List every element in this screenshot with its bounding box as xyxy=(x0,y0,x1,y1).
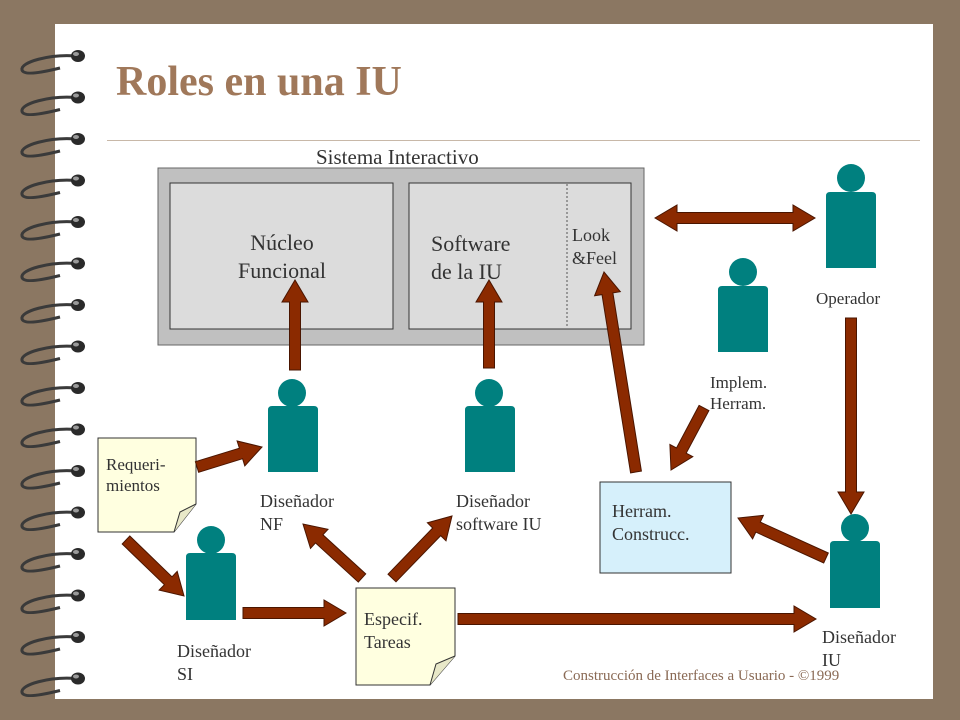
binding-ring xyxy=(20,465,85,490)
operador-person-icon xyxy=(826,164,876,268)
disenador-si-line-1: Diseñador xyxy=(177,641,251,661)
binding-ring xyxy=(20,506,85,532)
nucleo-line-2: Funcional xyxy=(238,257,326,283)
herram-construcc-label: Herram. Construcc. xyxy=(612,500,689,545)
binding-ring xyxy=(20,257,85,283)
software-line-2: de la IU xyxy=(431,258,502,284)
disenador-iu-label: Diseñador IU xyxy=(822,626,896,671)
arrow-requerimientos-to-si xyxy=(121,535,185,597)
slide-title: Roles en una IU xyxy=(116,59,402,105)
title-underline xyxy=(107,140,920,141)
binding-ring xyxy=(20,174,85,200)
binding-ring xyxy=(20,548,85,573)
binding-ring xyxy=(20,672,85,698)
arrow-implem-to-herram xyxy=(669,404,710,471)
binding-ring xyxy=(20,133,85,158)
nucleo-box xyxy=(169,182,394,330)
arrow-disenador-iu-to-herram xyxy=(737,514,829,564)
software-line-1: Software xyxy=(431,231,511,256)
look-line-1: Look xyxy=(572,225,610,245)
look-line-2: &Feel xyxy=(572,247,617,268)
implem-line-2: Herram. xyxy=(710,394,767,414)
especif-fold xyxy=(429,655,456,686)
disenador-iu-person-icon xyxy=(830,514,880,608)
disenador-sw-line-1: Diseñador xyxy=(456,491,530,511)
disenador-sw-label: Diseñador software IU xyxy=(456,490,541,535)
requerimientos-line-2: mientos xyxy=(106,476,160,496)
especif-line-1: Especif. xyxy=(364,609,423,629)
arrow-requerimientos-to-nf xyxy=(194,440,263,473)
arrow-especif-to-sw xyxy=(387,515,453,583)
implem-line-1: Implem. xyxy=(710,373,768,392)
software-label: Software de la IU xyxy=(431,230,510,285)
binding-ring xyxy=(20,631,85,656)
arrow-layer xyxy=(121,204,865,633)
disenador-iu-line-2: IU xyxy=(822,649,841,670)
arrow-especif-to-disenador-iu xyxy=(457,605,817,633)
arrow-herram-to-look xyxy=(593,271,642,474)
especif-line-2: Tareas xyxy=(364,631,411,652)
disenador-nf-label: Diseñador NF xyxy=(260,490,334,535)
implem-label: Implem. Herram. xyxy=(710,372,767,415)
nucleo-label: Núcleo Funcional xyxy=(227,229,337,284)
binding-ring xyxy=(20,91,85,117)
requerimientos-line-1: Requeri- xyxy=(106,455,166,474)
arrow-disenador-nf-to-nucleo xyxy=(281,279,309,371)
binding-ring xyxy=(20,589,85,615)
disenador-sw-person-icon xyxy=(465,379,515,472)
binding-ring xyxy=(20,340,85,366)
disenador-si-label: Diseñador SI xyxy=(177,640,251,685)
disenador-nf-line-1: Diseñador xyxy=(260,491,334,511)
look-feel-label: Look &Feel xyxy=(572,224,617,269)
arrow-especif-to-nf xyxy=(302,523,367,583)
arrow-disenador-sw-to-software xyxy=(475,279,503,369)
disenador-si-line-2: SI xyxy=(177,663,194,684)
binding-ring xyxy=(20,423,85,449)
implem-person-icon xyxy=(718,258,768,352)
binding-ring xyxy=(20,50,85,75)
nucleo-line-1: Núcleo xyxy=(250,230,314,255)
especif-label: Especif. Tareas xyxy=(364,608,422,653)
disenador-nf-line-2: NF xyxy=(260,513,284,534)
disenador-si-person-icon xyxy=(186,526,236,620)
operador-label: Operador xyxy=(816,289,881,308)
binding-ring xyxy=(20,216,85,241)
disenador-iu-line-1: Diseñador xyxy=(822,627,896,647)
requerimientos-label: Requeri- mientos xyxy=(106,454,165,497)
system-label: Sistema Interactivo xyxy=(316,145,479,169)
arrow-operador-to-disenador-iu xyxy=(837,317,865,515)
herram-line-2: Construcc. xyxy=(612,523,690,544)
footer-credit: Construcción de Interfaces a Usuario - ©… xyxy=(563,668,840,684)
arrow-look-operador xyxy=(654,204,816,232)
herram-line-1: Herram. xyxy=(612,501,672,521)
requerimientos-fold xyxy=(173,503,197,533)
binding-ring xyxy=(20,299,85,324)
herram-construcc-box xyxy=(599,481,732,574)
software-box xyxy=(408,182,632,330)
disenador-nf-person-icon xyxy=(268,379,318,472)
binding-ring xyxy=(20,382,85,407)
arrow-si-to-especif xyxy=(242,599,347,627)
disenador-sw-line-2: software IU xyxy=(456,513,542,534)
